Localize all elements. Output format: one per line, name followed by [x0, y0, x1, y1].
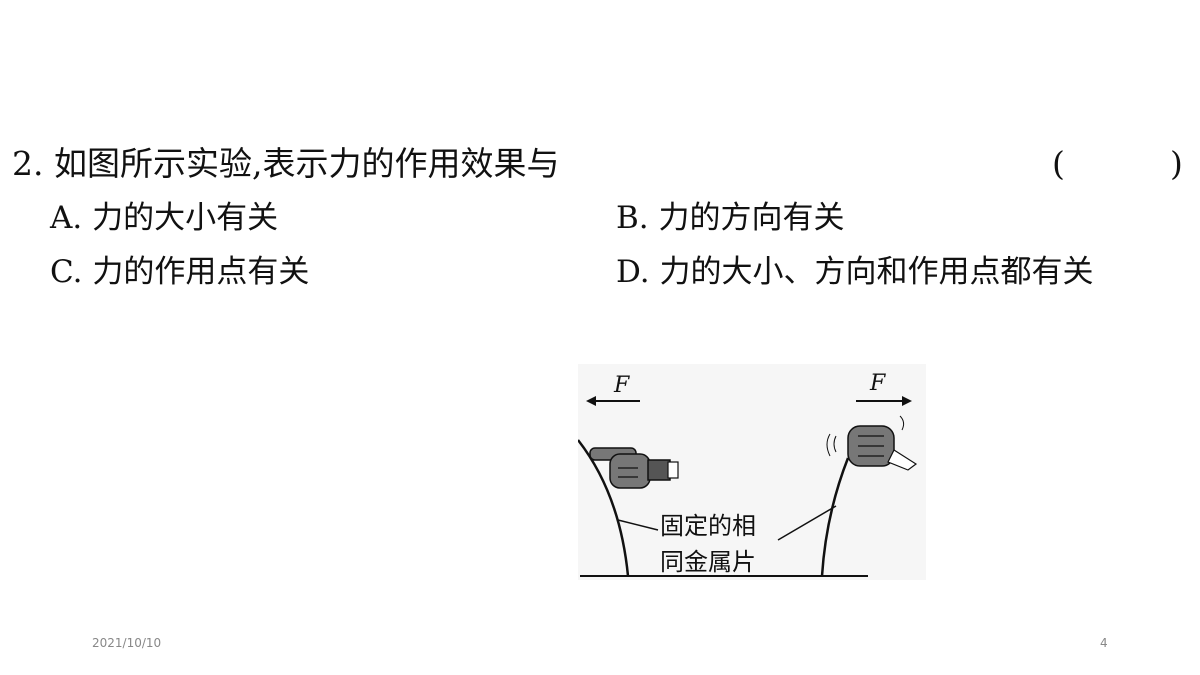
footer-date: 2021/10/10 — [92, 636, 162, 650]
page-number: 4 — [1100, 636, 1108, 650]
right-fist-icon — [826, 415, 918, 471]
left-force-label: F — [613, 373, 630, 398]
option-b: B. 力的方向有关 — [616, 200, 845, 236]
right-leader-line — [777, 505, 837, 541]
left-hand-icon — [589, 447, 679, 489]
left-metal-strip — [578, 439, 630, 577]
figure-caption-line2: 同金属片 — [660, 548, 756, 576]
right-metal-strip — [820, 457, 850, 577]
option-c: C. 力的作用点有关 — [50, 254, 310, 290]
question-stem: 2. 如图所示实验,表示力的作用效果与 — [12, 144, 560, 183]
option-a: A. 力的大小有关 — [50, 200, 279, 236]
left-force-arrow — [586, 396, 640, 406]
answer-paren-close: ) — [1170, 144, 1183, 183]
option-d: D. 力的大小、方向和作用点都有关 — [616, 254, 1094, 290]
experiment-figure: F F — [578, 364, 926, 580]
figure-caption-line1: 固定的相 — [660, 512, 756, 540]
answer-paren-open: ( — [1052, 144, 1065, 183]
right-force-arrow — [856, 396, 912, 406]
left-leader-line — [617, 519, 659, 531]
right-force-label: F — [869, 371, 886, 396]
